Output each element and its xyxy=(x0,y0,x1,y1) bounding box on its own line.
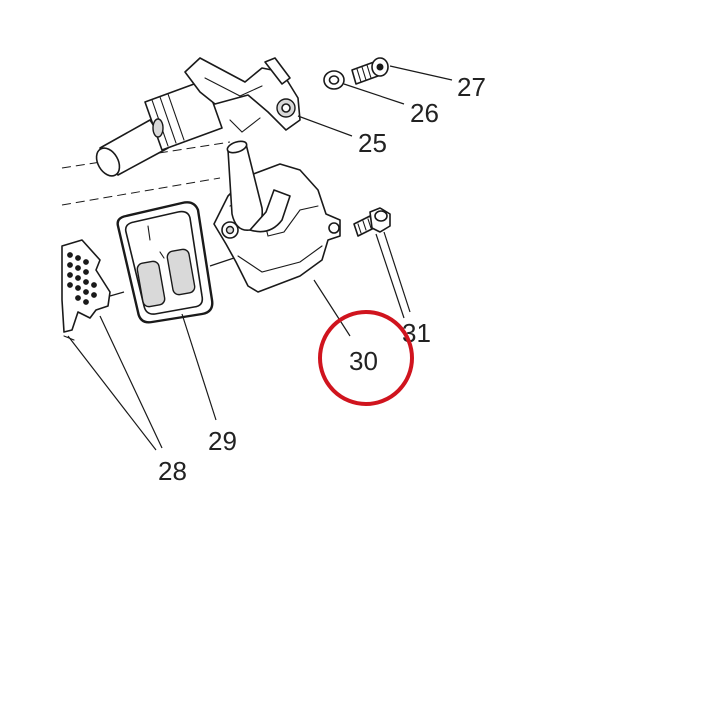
callout-30: 30 xyxy=(349,346,378,376)
highlight-circle xyxy=(318,310,414,406)
leader-29b xyxy=(209,257,235,267)
part-27-bolt xyxy=(351,57,389,85)
part-29-gasket xyxy=(116,201,214,324)
leader-25 xyxy=(297,115,353,137)
leader-28b xyxy=(99,315,163,449)
callout-26: 26 xyxy=(410,98,439,128)
leader-31a xyxy=(375,233,405,319)
assembly-axis xyxy=(61,177,221,206)
callout-25: 25 xyxy=(358,128,387,158)
leader-29 xyxy=(181,313,217,421)
part-26-washer xyxy=(323,70,345,90)
part-25-pump-assembly xyxy=(95,57,301,177)
callout-27: 27 xyxy=(457,72,486,102)
leader-28c xyxy=(109,291,125,297)
callout-28: 28 xyxy=(158,456,187,486)
leader-26 xyxy=(343,83,405,105)
leader-27 xyxy=(389,65,453,81)
leader-28a xyxy=(67,335,157,451)
part-28-strainer-plate xyxy=(61,239,111,341)
callout-29: 29 xyxy=(208,426,237,456)
part-31-bolt xyxy=(353,207,391,237)
leader-30 xyxy=(313,279,351,337)
leader-31b xyxy=(383,231,411,313)
part-30-cover xyxy=(213,140,341,293)
